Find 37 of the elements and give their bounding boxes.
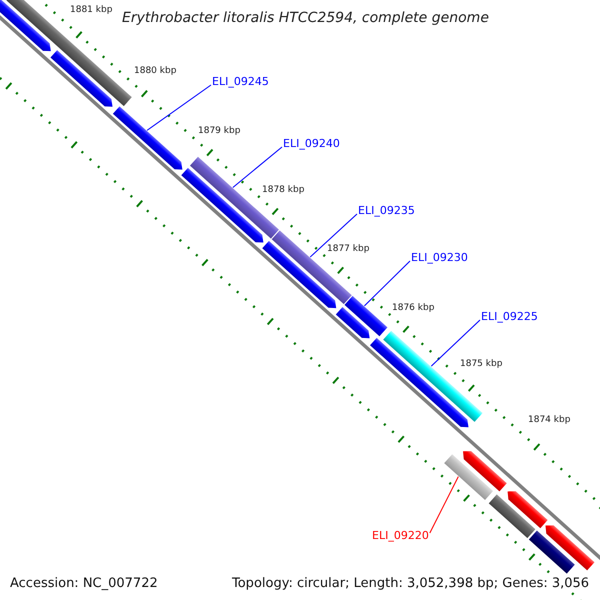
gene-feature <box>463 451 507 492</box>
scale-label: 1877 kbp <box>327 245 370 254</box>
gene-label: ELI_09240 <box>283 138 340 149</box>
gene-feature <box>112 106 182 170</box>
scale-label: 1879 kbp <box>198 127 240 136</box>
gene-feature <box>488 494 536 538</box>
leader-line <box>429 476 459 534</box>
gene-feature <box>444 454 494 500</box>
leader-line <box>430 320 480 367</box>
gene-feature <box>0 0 51 52</box>
gene-feature <box>50 50 112 107</box>
scale-label: 1881 kbp <box>70 6 112 15</box>
scale-label: 1880 kbp <box>134 67 176 76</box>
gene-feature <box>344 296 388 336</box>
genome-summary-text: Topology: circular; Length: 3,052,398 bp; Genes: 3,056 <box>232 577 590 590</box>
gene-feature <box>508 491 548 528</box>
gene-feature <box>546 525 594 570</box>
scale-label: 1874 kbp <box>528 416 570 425</box>
title: Erythrobacter litoralis HTCC2594, complete genome <box>122 11 489 25</box>
gene-label: ELI_09230 <box>411 252 468 263</box>
gene-label: ELI_09225 <box>481 311 538 322</box>
gene-label: ELI_09245 <box>212 76 269 87</box>
leader-line <box>232 146 282 188</box>
leader-line <box>146 84 212 131</box>
leader-line <box>364 260 410 306</box>
gene-feature <box>181 168 264 243</box>
leader-line <box>310 214 358 258</box>
scale-label: 1878 kbp <box>262 186 304 195</box>
gene-feature <box>528 530 575 574</box>
scale-label: 1875 kbp <box>460 360 502 369</box>
gene-feature <box>383 330 483 422</box>
gene-label: ELI_09220 <box>372 530 429 541</box>
scale-label: 1876 kbp <box>392 304 434 313</box>
gene-feature <box>272 230 352 304</box>
accession-text: Accession: NC_007722 <box>10 577 158 590</box>
gene-feature <box>336 307 370 338</box>
gene-label: ELI_09235 <box>358 205 415 216</box>
